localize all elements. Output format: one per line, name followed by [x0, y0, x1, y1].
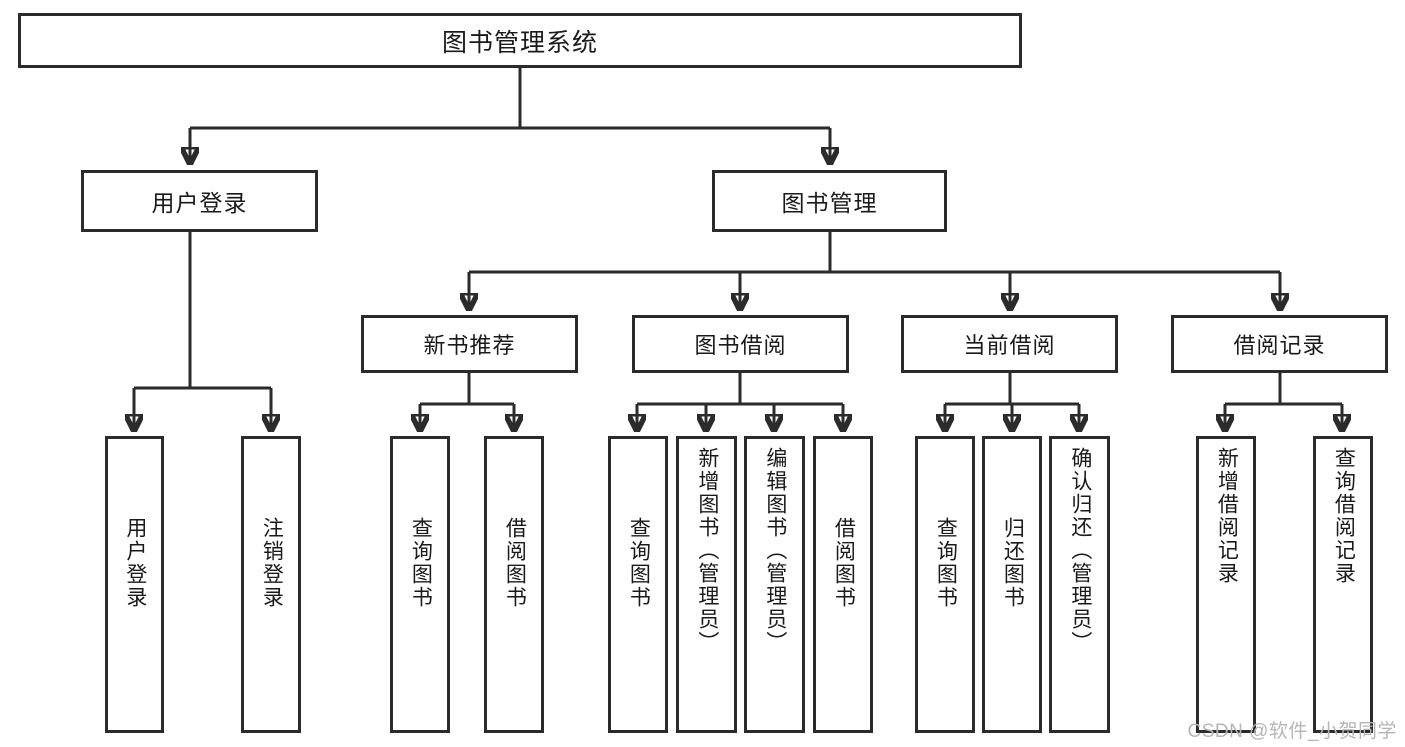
node-label: 用户登录 [123, 517, 147, 609]
leaf-borrow-query-book[interactable]: 查询图书 [608, 436, 668, 733]
node-label: 新增图书（管理员） [695, 447, 719, 654]
node-borrow-record[interactable]: 借阅记录 [1171, 315, 1388, 373]
node-label: 查询借阅记录 [1332, 447, 1356, 585]
node-label: 借阅记录 [1233, 333, 1326, 358]
node-label: 注销登录 [260, 517, 284, 609]
leaf-borrow-borrow-book[interactable]: 借阅图书 [813, 436, 873, 733]
node-label: 查询图书 [627, 517, 651, 609]
node-root-system[interactable]: 图书管理系统 [18, 13, 1022, 68]
leaf-borrow-edit-book-admin[interactable]: 编辑图书（管理员） [744, 436, 805, 733]
node-new-book-recommend[interactable]: 新书推荐 [361, 315, 578, 373]
node-label: 借阅图书 [832, 517, 856, 609]
node-label: 图书管理 [781, 190, 878, 216]
leaf-borrow-add-book-admin[interactable]: 新增图书（管理员） [676, 436, 737, 733]
node-label: 当前借阅 [963, 333, 1056, 358]
leaf-current-confirm-return-admin[interactable]: 确认归还（管理员） [1049, 436, 1110, 733]
node-label: 借阅图书 [503, 517, 527, 609]
node-label: 新书推荐 [423, 333, 516, 358]
node-label: 用户登录 [151, 190, 248, 216]
csdn-watermark: CSDN @软件_小贺同学 [1187, 721, 1397, 742]
leaf-recommend-query-book[interactable]: 查询图书 [390, 436, 450, 733]
leaf-user-login-logout[interactable]: 注销登录 [241, 436, 301, 733]
node-book-management[interactable]: 图书管理 [712, 170, 947, 232]
node-label: 图书管理系统 [441, 28, 598, 57]
node-current-borrow[interactable]: 当前借阅 [901, 315, 1118, 373]
node-label: 新增借阅记录 [1215, 447, 1239, 585]
node-label: 查询图书 [934, 517, 958, 609]
node-label: 编辑图书（管理员） [763, 447, 787, 654]
leaf-current-return-book[interactable]: 归还图书 [982, 436, 1042, 733]
leaf-record-query-record[interactable]: 查询借阅记录 [1313, 436, 1373, 733]
leaf-user-login-login[interactable]: 用户登录 [105, 436, 164, 733]
node-label: 查询图书 [409, 517, 433, 609]
node-label: 图书借阅 [694, 333, 787, 358]
leaf-recommend-borrow-book[interactable]: 借阅图书 [484, 436, 544, 733]
node-user-login[interactable]: 用户登录 [81, 170, 318, 232]
leaf-record-add-record[interactable]: 新增借阅记录 [1196, 436, 1256, 733]
node-label: 确认归还（管理员） [1068, 447, 1092, 654]
leaf-current-query-book[interactable]: 查询图书 [915, 436, 975, 733]
node-label: 归还图书 [1001, 517, 1025, 609]
node-book-borrow[interactable]: 图书借阅 [632, 315, 849, 373]
